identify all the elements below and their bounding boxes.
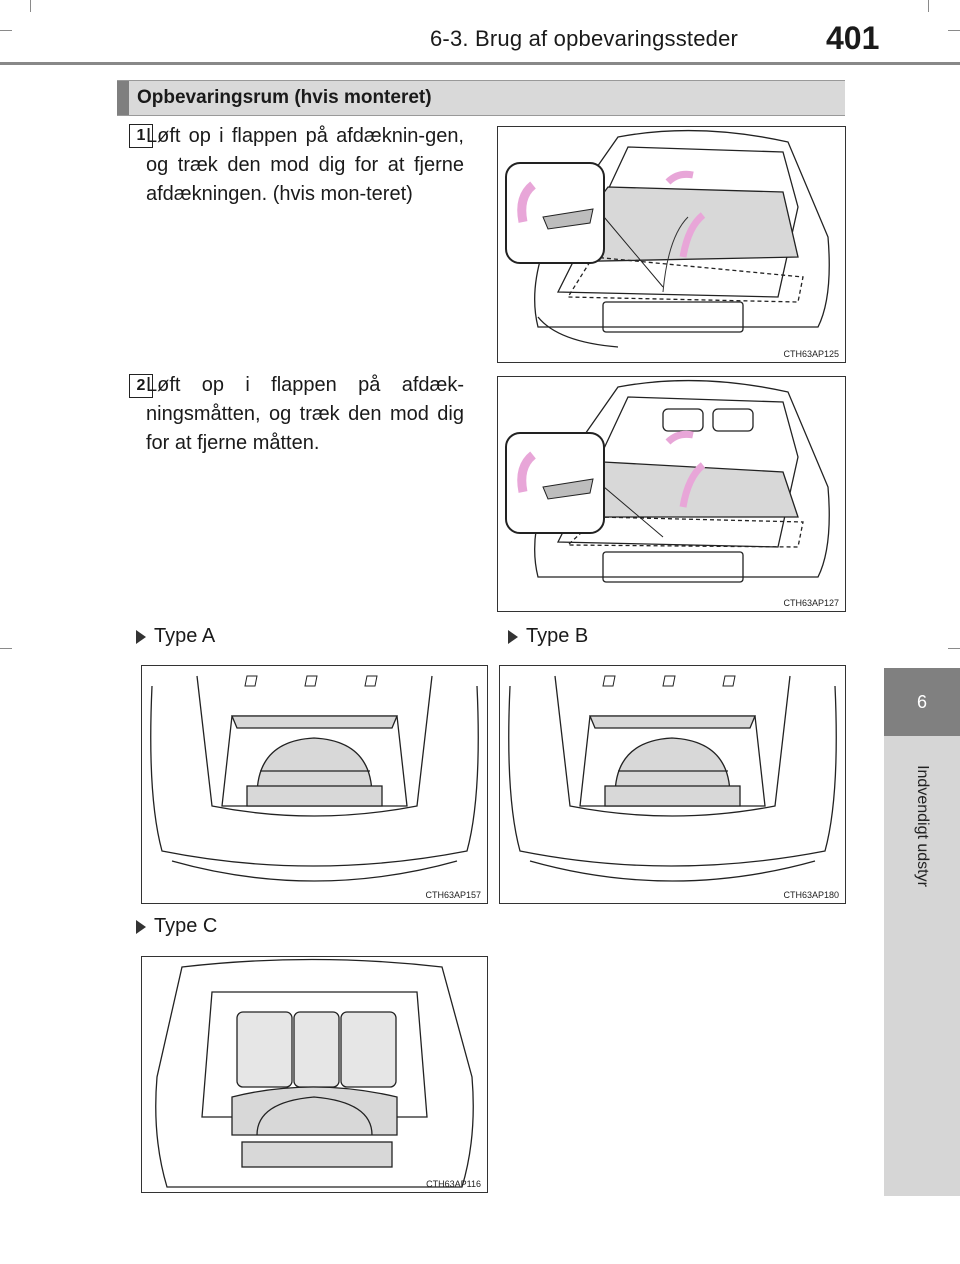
type-b-trunk-illustration: [508, 675, 837, 882]
type-c-label: Type C: [136, 915, 217, 938]
type-b-text: Type B: [526, 625, 589, 647]
figure-type-a: CTH63AP157: [141, 665, 488, 904]
chapter-number: 6: [916, 691, 927, 712]
page-number: 401: [826, 20, 880, 56]
step-text-1: Løft op i flappen på afdæknin-gen, og tr…: [146, 125, 464, 205]
chapter-label-wrap: Indvendigt udstyr: [884, 736, 960, 916]
bullet-triangle-icon: [136, 919, 146, 934]
type-a-text: Type A: [154, 625, 216, 647]
figure-type-c: CTH63AP116: [141, 956, 488, 1193]
section-heading-text: Opbevaringsrum (hvis monteret): [137, 87, 432, 108]
figure-step-1: CTH63AP125: [497, 126, 846, 363]
step-number-2: 2: [129, 374, 153, 398]
figure-step-2: CTH63AP127: [497, 376, 846, 612]
figure-type-b: CTH63AP180: [499, 665, 846, 904]
header-rule: [0, 62, 960, 65]
type-c-text: Type C: [154, 915, 218, 937]
figure-code-type-b: CTH63AP180: [783, 890, 839, 900]
figure-code-type-a: CTH63AP157: [425, 890, 481, 900]
bullet-triangle-icon: [508, 629, 518, 644]
type-a-label: Type A: [136, 625, 215, 648]
type-a-trunk-illustration: [150, 675, 479, 882]
figure-code-1: CTH63AP125: [783, 349, 839, 359]
figure-code-type-c: CTH63AP116: [426, 1179, 481, 1189]
chapter-tab: 6: [884, 668, 960, 736]
trunk-cover-illustration: [505, 129, 830, 348]
step-text-2: Løft op i flappen på afdæk-ningsmåtten, …: [146, 374, 464, 454]
type-c-trunk-illustration: [155, 958, 474, 1188]
chapter-sidebar: [884, 736, 960, 1196]
running-header-title: 6-3. Brug af opbevaringssteder: [430, 26, 739, 51]
section-heading: Opbevaringsrum (hvis monteret): [117, 80, 845, 116]
type-b-label: Type B: [508, 625, 588, 648]
chapter-label: Indvendigt udstyr: [914, 765, 931, 887]
section-heading-bar: [117, 81, 129, 115]
bullet-triangle-icon: [136, 629, 146, 644]
trunk-mat-illustration: [505, 379, 830, 583]
figure-code-2: CTH63AP127: [783, 598, 839, 608]
step-number-1: 1: [129, 124, 153, 148]
